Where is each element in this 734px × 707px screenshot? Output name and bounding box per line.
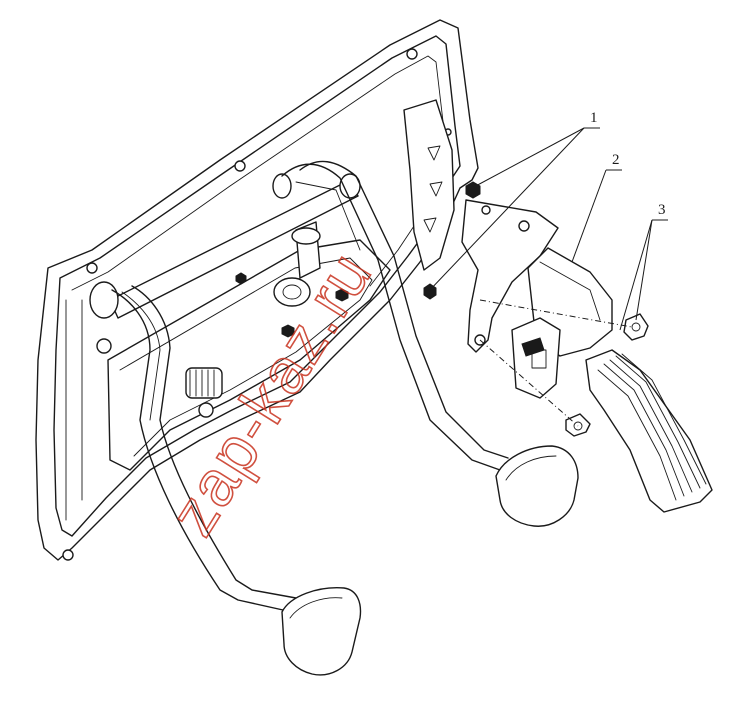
clutch-pedal [111, 285, 362, 676]
brake-pedal-pad [495, 445, 579, 527]
brake-pedal [281, 160, 579, 527]
pivot-shaft [89, 173, 361, 418]
bolt-3b [565, 413, 591, 437]
callout-1: 1 [427, 110, 600, 293]
callout-2: 2 [571, 152, 622, 263]
throttle-bracket [423, 181, 559, 353]
nut-lower [423, 283, 437, 300]
side-bracket [403, 99, 455, 271]
bolt-axis-lower [479, 339, 579, 427]
mounting-frame [35, 19, 479, 561]
callout-1-label: 1 [590, 110, 598, 126]
return-spring [185, 367, 223, 418]
accelerator-module [479, 247, 713, 513]
callout-2-label: 2 [612, 152, 620, 168]
sensor-connector [511, 317, 561, 399]
clutch-pedal-pad [281, 587, 362, 676]
accelerator-pad [585, 349, 713, 513]
callout-3: 3 [619, 202, 668, 331]
callout-3-label: 3 [658, 202, 666, 218]
bolt-3a [623, 313, 649, 341]
